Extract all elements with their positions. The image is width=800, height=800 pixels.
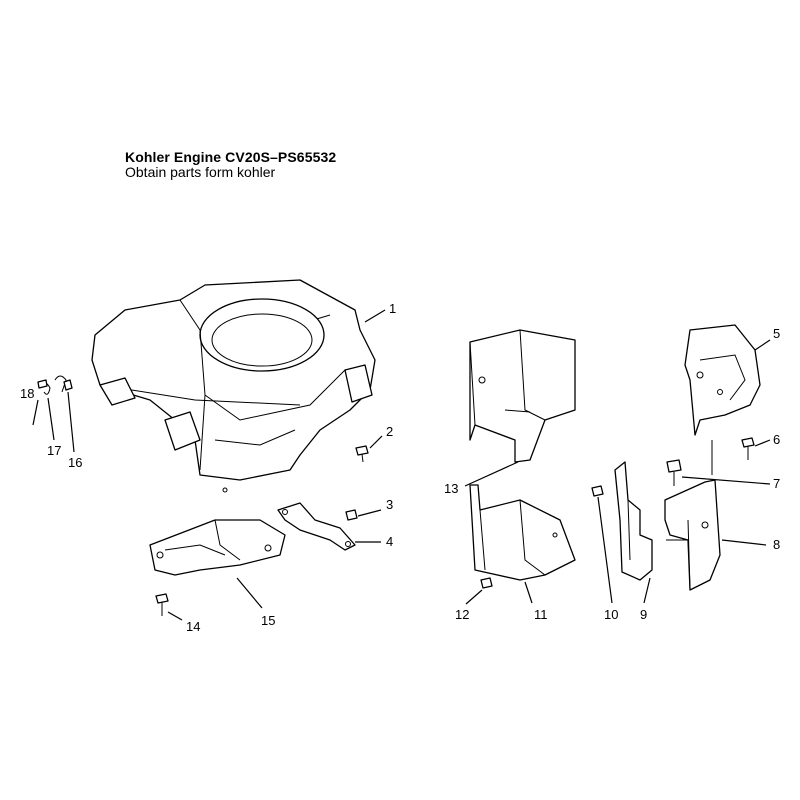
svg-text:14: 14 [186,619,200,634]
svg-text:12: 12 [455,607,469,622]
callout-10: 10 [597,496,618,622]
callout-1: 1 [364,301,396,323]
clip-parts-16-17-18 [37,375,73,395]
svg-text:6: 6 [773,432,780,447]
svg-text:3: 3 [386,497,393,512]
svg-text:5: 5 [773,326,780,341]
svg-text:16: 16 [68,455,82,470]
screw-3 [345,509,358,521]
svg-text:15: 15 [261,613,275,628]
callout-15: 15 [236,577,275,628]
svg-text:11: 11 [534,607,548,622]
svg-text:10: 10 [604,607,618,622]
svg-text:17: 17 [47,443,61,458]
svg-text:9: 9 [640,607,647,622]
svg-text:13: 13 [444,481,458,496]
diagram-subtitle: Obtain parts form kohler [125,164,276,180]
shield-13 [469,329,576,463]
svg-text:7: 7 [773,476,780,491]
svg-text:8: 8 [773,537,780,552]
callout-14: 14 [167,611,200,634]
screw-6 [741,437,755,460]
screw-10 [591,485,604,497]
screw-12 [480,577,493,589]
screw-7 [666,459,682,486]
callout-3: 3 [357,497,393,517]
callout-17: 17 [47,397,61,458]
shield-8 [664,440,721,591]
svg-text:4: 4 [386,534,393,549]
callout-13: 13 [444,461,519,496]
baffle-5 [684,324,761,436]
callout-8: 8 [721,537,780,552]
svg-text:2: 2 [386,424,393,439]
callout-18: 18 [20,386,39,426]
screw-14 [155,593,169,616]
bracket-15 [149,519,286,576]
diagram-title: Kohler Engine CV20S–PS65532 [125,149,337,165]
callout-7: 7 [681,476,780,491]
callout-2: 2 [369,424,393,449]
callout-12: 12 [455,589,483,622]
callout-11: 11 [524,581,548,622]
callout-4: 4 [355,534,393,549]
shield-11 [469,484,576,581]
svg-text:18: 18 [20,386,34,401]
callout-9: 9 [640,577,651,622]
title-block: Kohler Engine CV20S–PS65532 Obtain parts… [125,150,336,180]
svg-text:1: 1 [389,301,396,316]
callout-16: 16 [67,391,82,470]
baffle-9 [614,461,653,581]
callout-5: 5 [754,326,780,351]
bracket-4 [277,502,356,551]
screw-2 [355,445,369,463]
callout-6: 6 [754,432,780,447]
blower-housing [91,279,376,493]
